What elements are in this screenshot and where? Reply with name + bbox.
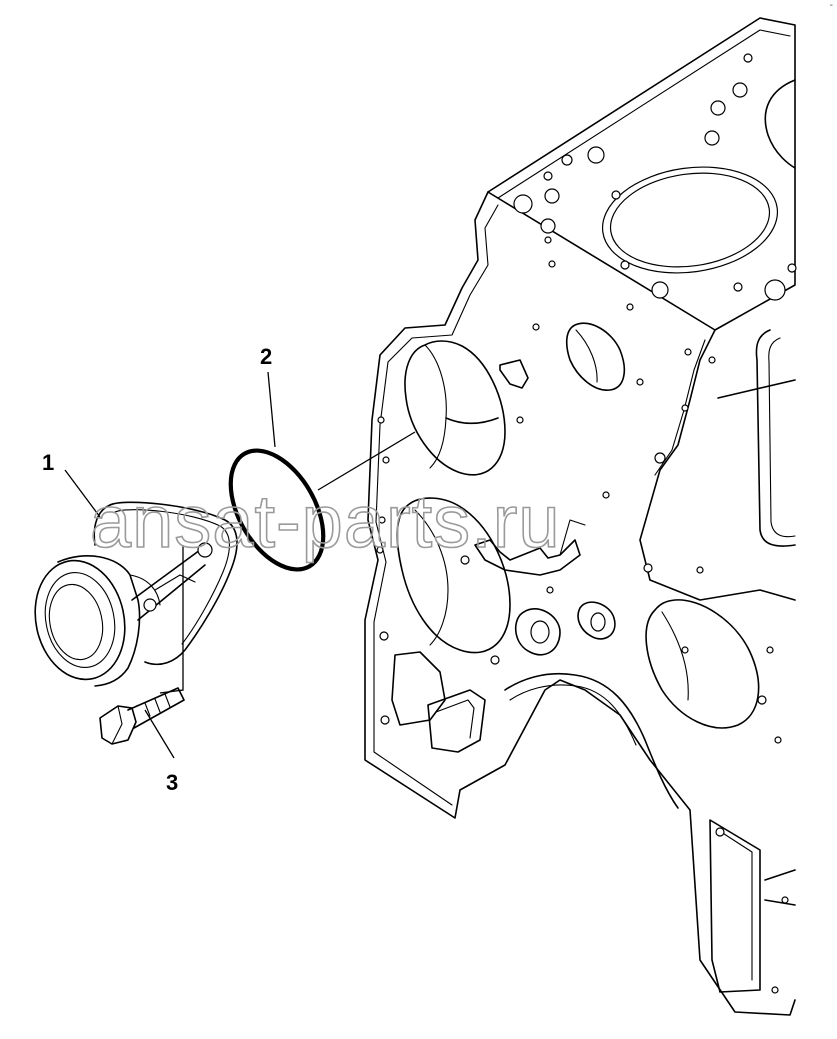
part-2-o-ring [228, 448, 326, 572]
engine-block [364, 17, 797, 1016]
corner-mark: - [829, 0, 833, 11]
callout-3-label: 3 [166, 770, 178, 795]
watermark: ansat-parts.ru [90, 480, 561, 563]
leader-lines [64, 371, 416, 759]
part-3-bolt [99, 687, 185, 745]
part-1-housing [34, 501, 238, 687]
callout-1-label: 1 [42, 450, 54, 475]
callout-2-label: 2 [260, 344, 272, 369]
